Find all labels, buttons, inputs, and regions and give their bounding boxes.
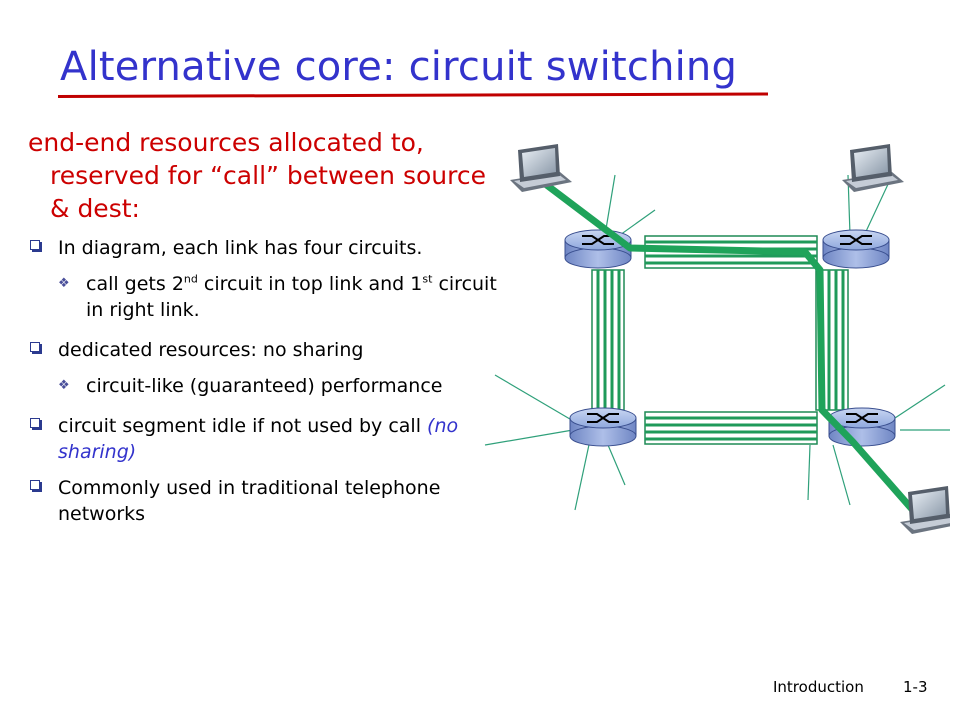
sup-nd: nd: [183, 272, 198, 286]
bullet-3-text: circuit segment idle if not used by call: [58, 415, 421, 437]
call-path: [536, 176, 922, 520]
bullet-2: dedicated resources: no sharing: [28, 337, 498, 363]
router-icon: [564, 229, 632, 269]
bullet-1: In diagram, each link has four circuits.: [28, 235, 498, 261]
footer-page-number: 1-3: [903, 678, 928, 696]
diamond-star-icon: ❖: [58, 276, 70, 291]
lead-text: end-end resources allocated to, reserved…: [28, 128, 486, 223]
square-bullet-icon: [30, 418, 40, 428]
title-underline: [57, 92, 769, 98]
computer-icon: [900, 486, 950, 534]
sup-st: st: [422, 272, 433, 286]
bullet-2-text: dedicated resources: no sharing: [58, 339, 364, 361]
bullet-4: Commonly used in traditional telephone n…: [28, 475, 498, 527]
slide-body: end-end resources allocated to, reserved…: [28, 126, 498, 537]
square-bullet-icon: [30, 342, 40, 352]
slide-title: Alternative core: circuit switching: [60, 44, 738, 90]
bullet-1-text: In diagram, each link has four circuits.: [58, 237, 423, 259]
bullet-3: circuit segment idle if not used by call…: [28, 413, 498, 465]
computer-icon: [842, 144, 904, 192]
bullet-3-emphasis: (no sharing): [58, 415, 459, 463]
circuit-switching-diagram: [484, 144, 950, 534]
footer-section: Introduction: [773, 678, 864, 696]
bullet-4-text: Commonly used in traditional telephone n…: [58, 477, 441, 525]
sub-bullet-1-pre: call gets 2: [86, 273, 184, 295]
computer-icon: [510, 144, 572, 192]
bottom-link: [644, 411, 818, 445]
square-bullet-icon: [30, 240, 40, 250]
access-links: [484, 174, 950, 511]
sub-bullet-1: ❖ call gets 2nd circuit in top link and …: [28, 271, 498, 323]
square-bullet-icon: [30, 480, 40, 490]
router-icon: [569, 407, 637, 447]
left-link: [591, 269, 625, 411]
sub-bullet-2: ❖ circuit-like (guaranteed) performance: [28, 373, 498, 399]
diamond-star-icon: ❖: [58, 378, 70, 393]
sub-bullet-2-text: circuit-like (guaranteed) performance: [86, 375, 443, 397]
sub-bullet-1-mid: circuit in top link and 1: [197, 273, 423, 295]
sub-bullet-1-post: circuit in right link.: [86, 273, 497, 321]
router-icon: [822, 229, 890, 269]
